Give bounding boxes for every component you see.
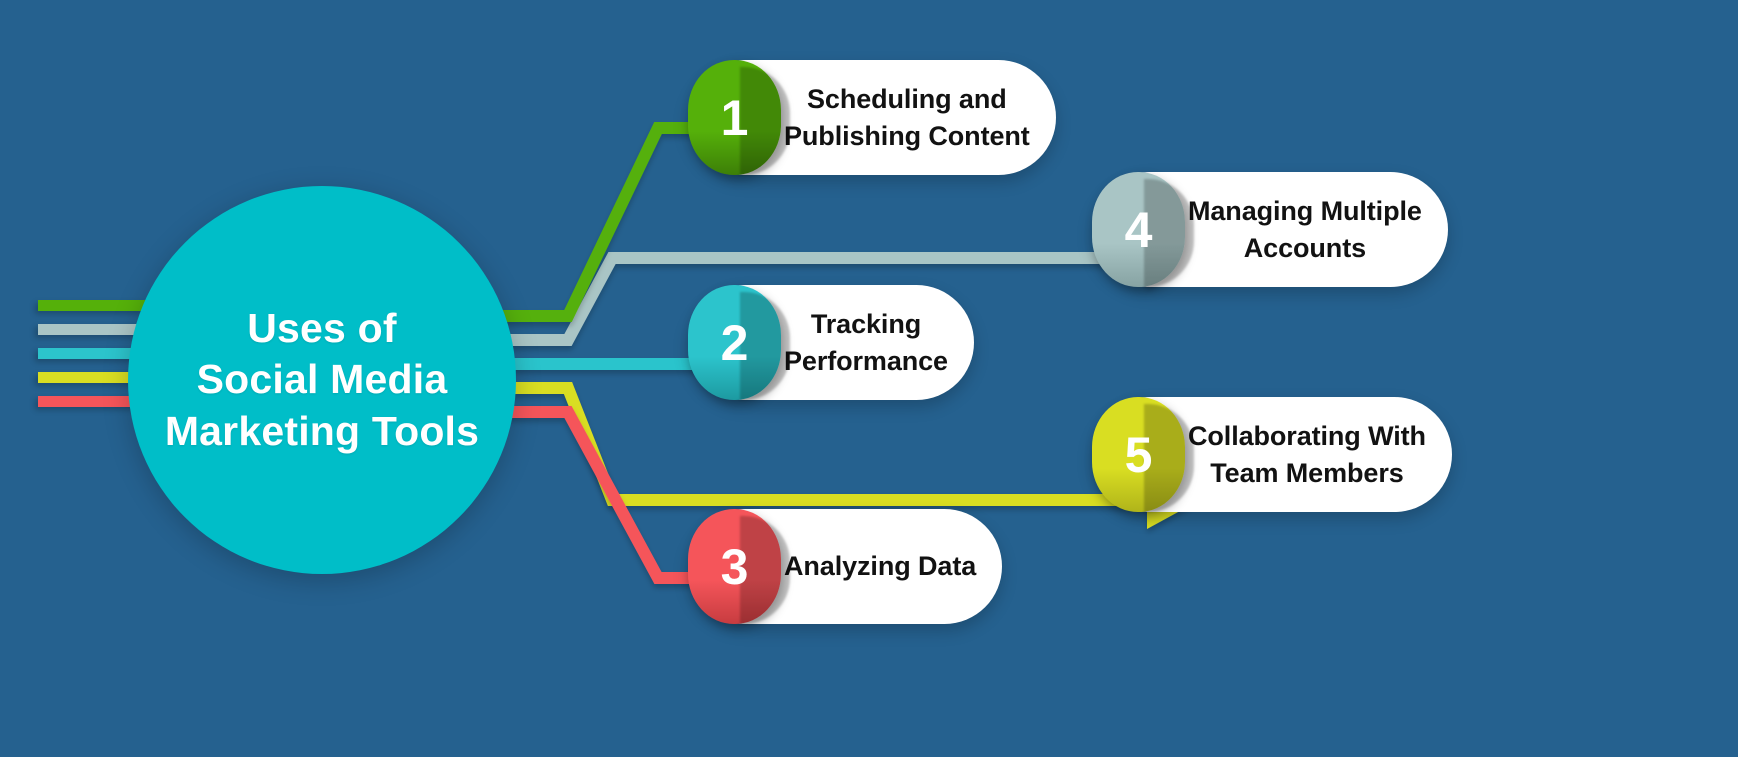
node-tracking-performance[interactable]: Tracking Performance 2: [688, 285, 1090, 400]
node-label: Scheduling and Publishing Content: [784, 81, 1030, 153]
node-label-line-1: Collaborating With: [1188, 421, 1426, 452]
node-scheduling-and-publishing-content[interactable]: Scheduling and Publishing Content 1: [688, 60, 1090, 175]
node-label-line-1: Tracking: [810, 309, 922, 340]
node-card[interactable]: Collaborating With Team Members 5: [1092, 397, 1452, 512]
node-label: Managing Multiple Accounts: [1188, 193, 1422, 265]
node-label-line-1: Analyzing Data: [784, 551, 977, 582]
node-number: 2: [720, 314, 749, 371]
node-label-line-2: Performance: [784, 345, 948, 376]
node-analyzing-data[interactable]: Analyzing Data 3: [688, 509, 1090, 624]
node-number: 1: [720, 89, 749, 146]
connector-stub-yellow: [38, 372, 146, 383]
connector-stub-gray: [38, 324, 146, 335]
node-card[interactable]: Managing Multiple Accounts 4: [1092, 172, 1448, 287]
node-label: Analyzing Data: [784, 548, 976, 584]
node-label-line-2: Publishing Content: [784, 120, 1030, 151]
node-label-line-2: Accounts: [1243, 232, 1366, 263]
node-number: 5: [1124, 426, 1153, 483]
node-label: Tracking Performance: [784, 306, 948, 378]
node-number-badge: 3: [688, 509, 781, 624]
node-label: Collaborating With Team Members: [1188, 418, 1426, 490]
node-card[interactable]: Analyzing Data 3: [688, 509, 1003, 624]
node-number-badge: 4: [1092, 172, 1185, 287]
node-card[interactable]: Scheduling and Publishing Content 1: [688, 60, 1056, 175]
central-hub: Uses of Social Media Marketing Tools: [128, 186, 516, 574]
hub-title-line-3: Marketing Tools: [164, 407, 480, 454]
connector-stub-green: [38, 300, 146, 311]
hub-title-line-1: Uses of: [247, 304, 397, 351]
hub-title-line-2: Social Media: [196, 356, 448, 403]
node-collaborating-with-team-members[interactable]: Collaborating With Team Members 5: [1092, 397, 1494, 512]
node-number-badge: 1: [688, 60, 781, 175]
node-number-badge: 2: [688, 285, 781, 400]
node-label-line-1: Managing Multiple: [1188, 196, 1422, 227]
node-number: 4: [1124, 201, 1153, 258]
node-managing-multiple-accounts[interactable]: Managing Multiple Accounts 4: [1092, 172, 1494, 287]
connector-stub-red: [38, 396, 146, 407]
node-label-line-2: Team Members: [1210, 457, 1404, 488]
node-number: 3: [720, 538, 749, 595]
node-label-line-1: Scheduling and: [807, 84, 1007, 115]
node-card[interactable]: Tracking Performance 2: [688, 285, 974, 400]
hub-title: Uses of Social Media Marketing Tools: [153, 303, 491, 458]
node-number-badge: 5: [1092, 397, 1185, 512]
connector-stub-cyan: [38, 348, 146, 359]
